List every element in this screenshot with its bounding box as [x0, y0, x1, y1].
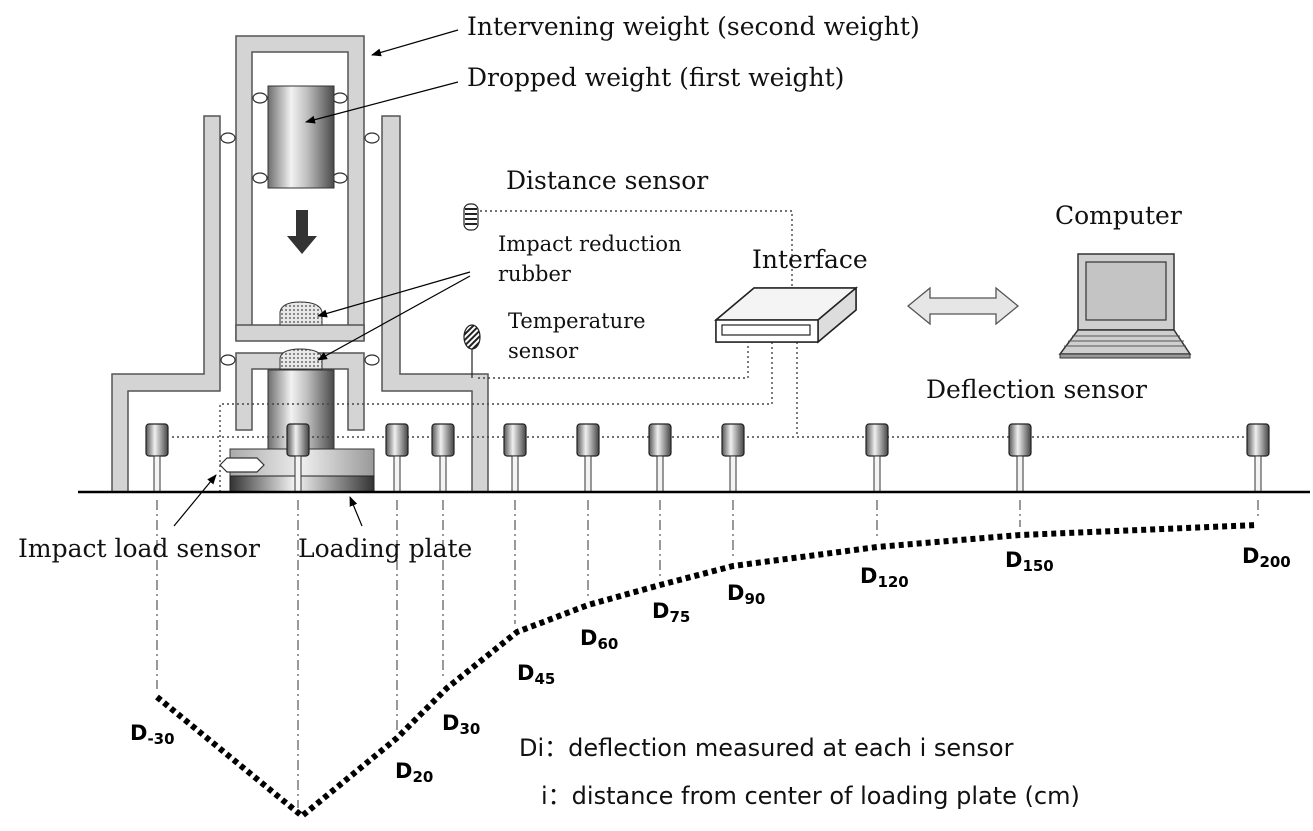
deflection-sensor [648, 423, 672, 493]
cables [172, 210, 1256, 492]
deflection-label: D90 [727, 581, 765, 608]
temperature-sensor-icon [463, 324, 481, 378]
labels: Intervening weight (second weight) Dropp… [18, 12, 1182, 563]
label-loading-plate: Loading plate [298, 534, 472, 563]
deflection-basin [155, 522, 1259, 820]
label-temperature-1: Temperature [508, 309, 646, 333]
label-impact-rubber-1: Impact reduction [498, 232, 682, 256]
deflection-label: D-30 [130, 721, 175, 748]
label-intervening-weight: Intervening weight (second weight) [467, 12, 920, 41]
label-computer: Computer [1055, 201, 1182, 230]
computer-icon [1058, 253, 1192, 359]
label-impact-load-sensor: Impact load sensor [18, 534, 260, 563]
drop-arrow-icon [287, 210, 317, 254]
outer-frame [111, 115, 489, 493]
distance-sensor-icon [463, 203, 479, 231]
impact-rubber-upper [279, 301, 323, 326]
deflection-sensor [1008, 423, 1032, 493]
deflection-label: D30 [442, 711, 480, 738]
double-arrow-icon [906, 286, 1020, 326]
label-dropped-weight: Dropped weight (first weight) [467, 63, 844, 92]
label-impact-rubber-2: rubber [498, 262, 572, 286]
label-interface: Interface [752, 245, 868, 274]
impact-load-sensor-icon [219, 457, 265, 473]
deflection-label: D60 [580, 626, 618, 653]
interface-box [713, 286, 859, 344]
impact-rubber-lower [279, 348, 323, 370]
label-temperature-2: sensor [508, 339, 579, 363]
label-distance-sensor: Distance sensor [506, 166, 708, 195]
deflection-label: D200 [1242, 544, 1291, 571]
deflection-sensor [385, 423, 409, 493]
deflection-sensor [865, 423, 889, 493]
dropped-weight [267, 85, 335, 189]
deflection-sensor [431, 423, 455, 493]
label-deflection-sensor: Deflection sensor [926, 375, 1147, 404]
deflection-sensor [503, 423, 527, 493]
label-pointers [173, 29, 471, 527]
rollers [220, 92, 380, 366]
loading-plate [229, 475, 375, 493]
projection-lines [156, 500, 1259, 808]
deflection-label: D45 [517, 661, 555, 688]
deflection-label: D75 [652, 599, 690, 626]
intervening-weight-frame [235, 35, 365, 431]
legend: Di：deflection measured at each i sensor … [519, 734, 1080, 810]
deflection-label: D150 [1005, 548, 1054, 575]
deflection-sensor [576, 423, 600, 493]
deflection-sensor [1246, 423, 1270, 493]
deflection-sensor [145, 423, 169, 493]
deflection-sensor [721, 423, 745, 493]
deflection-label: D120 [860, 564, 909, 591]
deflection-label: D20 [395, 759, 433, 786]
legend-line-1: Di：deflection measured at each i sensor [519, 734, 1014, 762]
legend-line-2: i：distance from center of loading plate … [541, 782, 1080, 810]
deflection-sensors [145, 423, 1270, 493]
